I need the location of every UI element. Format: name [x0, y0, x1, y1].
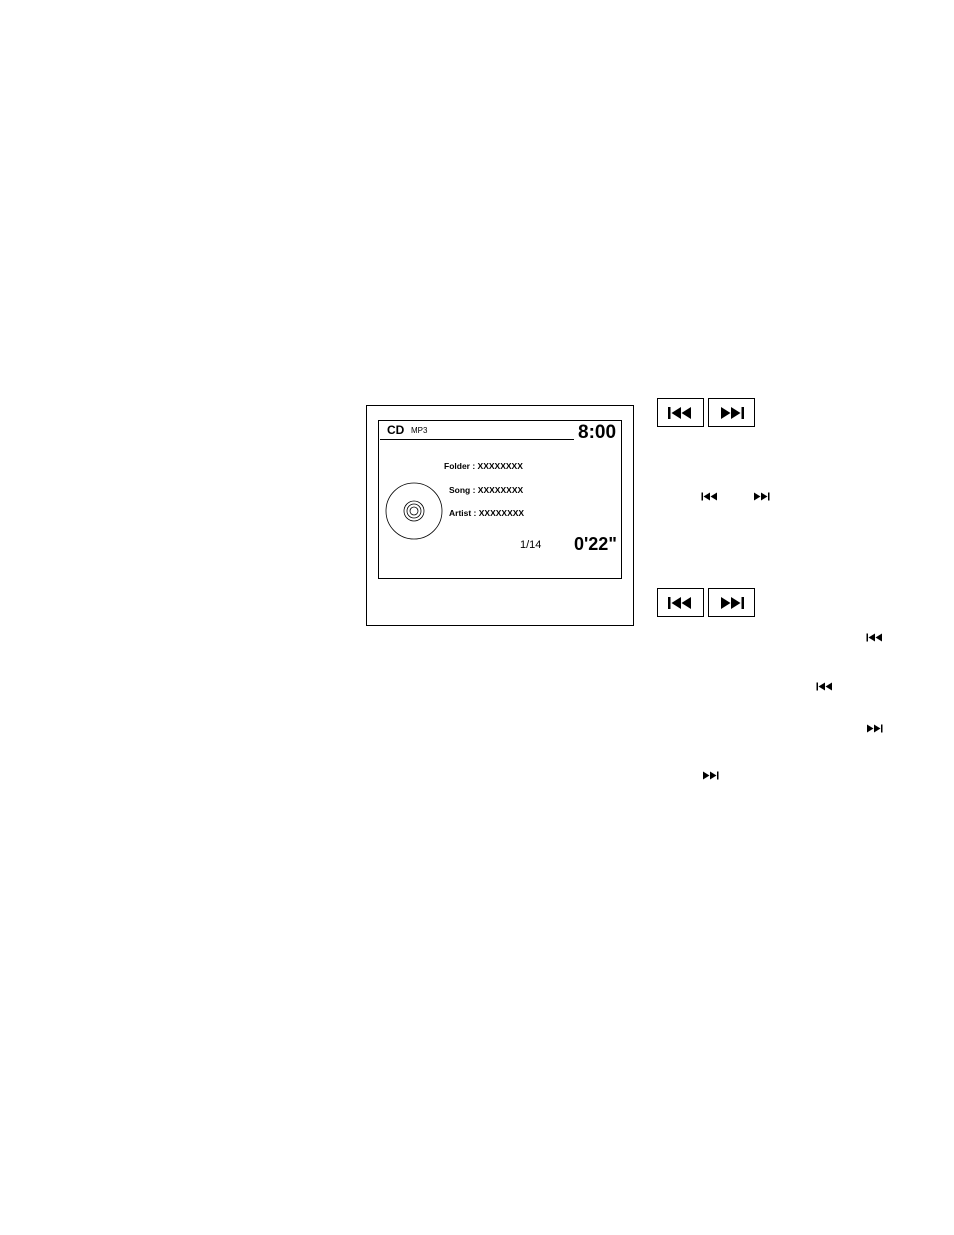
skip-forward-icon [754, 492, 770, 501]
track-number: 1/14 [520, 539, 542, 551]
elapsed-time: 0'22" [574, 534, 617, 554]
previous-track-button[interactable] [657, 398, 704, 427]
skip-back-icon [701, 492, 717, 501]
folder-info: Folder : XXXXXXXX [444, 461, 523, 471]
display-illustration-frame [366, 405, 634, 626]
source-label: CD [387, 423, 405, 437]
fast-forward-button[interactable] [708, 588, 755, 617]
song-info: Song : XXXXXXXX [449, 485, 524, 495]
next-track-button[interactable] [708, 398, 755, 427]
format-label: MP3 [411, 426, 428, 435]
skip-forward-icon [720, 596, 744, 609]
artist-info: Artist : XXXXXXXX [449, 508, 525, 518]
header-divider [380, 439, 574, 440]
skip-back-icon [816, 682, 832, 691]
disc-icon [385, 482, 443, 540]
skip-back-icon [866, 633, 882, 642]
clock-display: 8:00 [578, 422, 617, 443]
skip-forward-icon [703, 771, 719, 780]
skip-back-icon [667, 406, 691, 419]
skip-forward-icon [867, 724, 883, 733]
display-screen [378, 420, 622, 579]
skip-back-icon [667, 596, 691, 609]
rewind-button[interactable] [657, 588, 704, 617]
skip-forward-icon [720, 406, 744, 419]
